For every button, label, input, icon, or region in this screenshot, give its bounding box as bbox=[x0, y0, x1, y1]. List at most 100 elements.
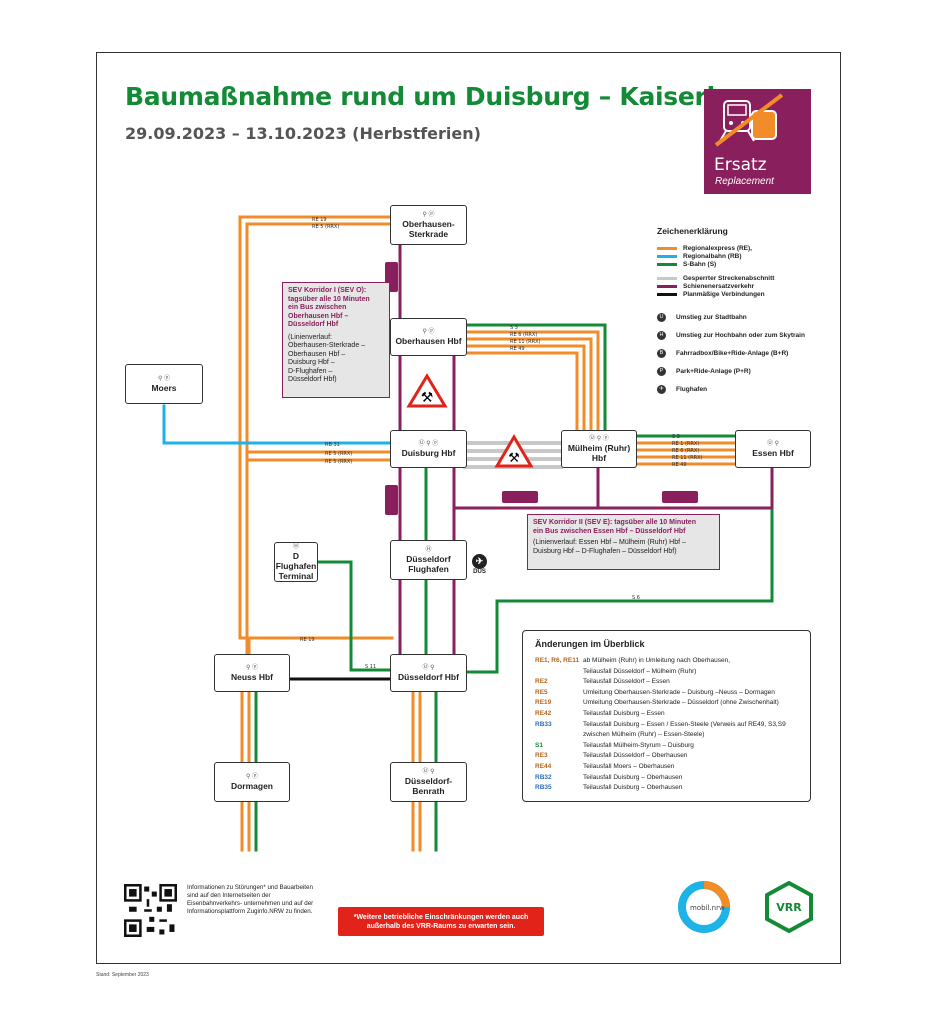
legend-label: Planmäßige Verbindungen bbox=[683, 290, 765, 298]
change-text: Teilausfall Düsseldorf – Essen bbox=[583, 678, 670, 686]
legend-symbol-icon: ✈ bbox=[657, 384, 666, 394]
construction-warning-icon: ⚒ bbox=[406, 373, 448, 408]
legend-label: Schienenersatzverkehr bbox=[683, 282, 755, 290]
legend-icon-label: Park+Ride-Anlage (P+R) bbox=[676, 367, 751, 375]
svg-text:RE 5 (RRX): RE 5 (RRX) bbox=[325, 451, 352, 457]
legend-line-item: S-Bahn (S) bbox=[657, 260, 832, 268]
mobil-nrw-logo: mobil.nrw bbox=[678, 881, 740, 933]
change-row: RB35 Teilausfall Duisburg – Oberhausen bbox=[535, 783, 798, 794]
legend-label: Regionalexpress (RE), bbox=[683, 244, 752, 252]
svg-text:S 3: S 3 bbox=[510, 325, 518, 331]
change-line: RE5 bbox=[535, 688, 548, 696]
airport-dus: ✈ DUS bbox=[472, 554, 487, 575]
station-duesseldorf-benrath: Ⓤ ⚲Düsseldorf- Benrath bbox=[390, 762, 467, 802]
change-text: Teilausfall Düsseldorf – Mülheim (Ruhr) bbox=[583, 667, 697, 675]
station-essen-hbf: Ⓤ ⚲Essen Hbf bbox=[735, 430, 811, 468]
legend: Zeichenerklärung Regionalexpress (RE),Re… bbox=[657, 226, 832, 398]
stand-date: Stand: September 2023 bbox=[96, 972, 149, 978]
ersatz-label: Ersatz bbox=[714, 155, 767, 175]
change-line bbox=[535, 730, 583, 741]
bus-icon bbox=[385, 262, 698, 515]
legend-line-item: Gesperrter Streckenabschnitt bbox=[657, 274, 832, 282]
change-text: ab Mülheim (Ruhr) in Umleitung nach Ober… bbox=[583, 657, 731, 664]
change-text: Teilausfall Düsseldorf – Oberhausen bbox=[583, 752, 688, 760]
legend-label: S-Bahn (S) bbox=[683, 260, 717, 268]
change-text: Teilausfall Duisburg – Essen bbox=[583, 709, 665, 717]
change-text: Teilausfall Duisburg – Oberhausen bbox=[583, 784, 683, 792]
change-row: zwischen Mülheim (Ruhr) – Essen-Steele) bbox=[535, 730, 798, 741]
svg-text:RE 6 (RRX): RE 6 (RRX) bbox=[510, 332, 537, 338]
legend-symbol-icon: U bbox=[657, 312, 666, 322]
legend-line-item: Regionalexpress (RE), bbox=[657, 244, 832, 252]
change-line: S1 bbox=[535, 741, 543, 749]
svg-text:RE 1 (RRX): RE 1 (RRX) bbox=[672, 441, 699, 447]
qr-code[interactable] bbox=[124, 884, 177, 937]
legend-line-item: Schienenersatzverkehr bbox=[657, 282, 832, 290]
change-line bbox=[535, 667, 583, 678]
change-text: zwischen Mülheim (Ruhr) – Essen-Steele) bbox=[583, 731, 705, 739]
change-line: RE42 bbox=[535, 709, 552, 717]
vrr-logo: VRR bbox=[765, 880, 814, 934]
legend-swatch bbox=[657, 262, 677, 266]
svg-text:RE 5 (RRX): RE 5 (RRX) bbox=[312, 224, 339, 230]
sev-corridor-1: SEV Korridor I (SEV O): tagsüber alle 10… bbox=[282, 282, 390, 398]
sev-corridor-2: SEV Korridor II (SEV E): tagsüber alle 1… bbox=[527, 514, 720, 570]
change-line: RE1, R6, RE11 bbox=[535, 657, 580, 664]
legend-icon-item: U Umstieg zur Stadtbahn bbox=[657, 308, 832, 326]
svg-text:RE 19: RE 19 bbox=[312, 217, 327, 223]
construction-warning-icon: ⚒ bbox=[494, 434, 534, 468]
legend-swatch bbox=[657, 276, 677, 280]
change-line: RE44 bbox=[535, 762, 552, 770]
svg-text:RE 5 (RRX): RE 5 (RRX) bbox=[325, 459, 352, 465]
svg-text:S 11: S 11 bbox=[365, 664, 376, 670]
page-title: Baumaßnahme rund um Duisburg – Kaiserber… bbox=[125, 82, 771, 111]
legend-icon-item: H Umstieg zur Hochbahn oder zum Skytrain bbox=[657, 326, 832, 344]
change-line: RB35 bbox=[535, 784, 552, 792]
legend-label: Regionalbahn (RB) bbox=[683, 252, 742, 260]
change-row: RB32 Teilausfall Duisburg – Oberhausen bbox=[535, 773, 798, 784]
legend-symbol-icon: P bbox=[657, 366, 666, 376]
warning-banner: *Weitere betriebliche Einschränkungen we… bbox=[338, 907, 544, 936]
re5-line bbox=[245, 222, 393, 657]
replacement-label: Replacement bbox=[715, 176, 774, 187]
legend-icon-label: Flughafen bbox=[676, 385, 708, 393]
svg-text:mobil.nrw: mobil.nrw bbox=[690, 904, 725, 912]
change-line: RE3 bbox=[535, 752, 548, 760]
svg-text:RE 11 (RRX): RE 11 (RRX) bbox=[672, 455, 702, 461]
legend-icon-label: Umstieg zur Stadtbahn bbox=[676, 313, 747, 321]
change-line: RB32 bbox=[535, 773, 552, 781]
change-row: RE42 Teilausfall Duisburg – Essen bbox=[535, 709, 798, 720]
svg-text:RE 11 (RRX): RE 11 (RRX) bbox=[510, 339, 540, 345]
legend-icon-label: Umstieg zur Hochbahn oder zum Skytrain bbox=[676, 331, 805, 339]
legend-line-item: Regionalbahn (RB) bbox=[657, 252, 832, 260]
legend-heading: Zeichenerklärung bbox=[657, 226, 728, 236]
info-text: Informationen zu Störungen* und Bauarbei… bbox=[187, 884, 314, 915]
page-subtitle: 29.09.2023 – 13.10.2023 (Herbstferien) bbox=[125, 124, 481, 143]
svg-text:⚒: ⚒ bbox=[421, 390, 434, 406]
legend-swatch bbox=[657, 292, 677, 296]
legend-symbol-icon: H bbox=[657, 330, 666, 340]
change-text: Umleitung Oberhausen-Sterkrade – Düsseld… bbox=[583, 699, 779, 707]
legend-icon-item: ✈ Flughafen bbox=[657, 380, 832, 398]
ersatz-badge: Ersatz Replacement bbox=[704, 89, 811, 194]
change-row: RE3 Teilausfall Düsseldorf – Oberhausen bbox=[535, 751, 798, 762]
svg-text:S 3: S 3 bbox=[672, 434, 680, 440]
changes-heading: Änderungen im Überblick bbox=[535, 639, 645, 649]
svg-text:VRR: VRR bbox=[776, 901, 802, 914]
change-text: Teilausfall Duisburg – Oberhausen bbox=[583, 773, 683, 781]
